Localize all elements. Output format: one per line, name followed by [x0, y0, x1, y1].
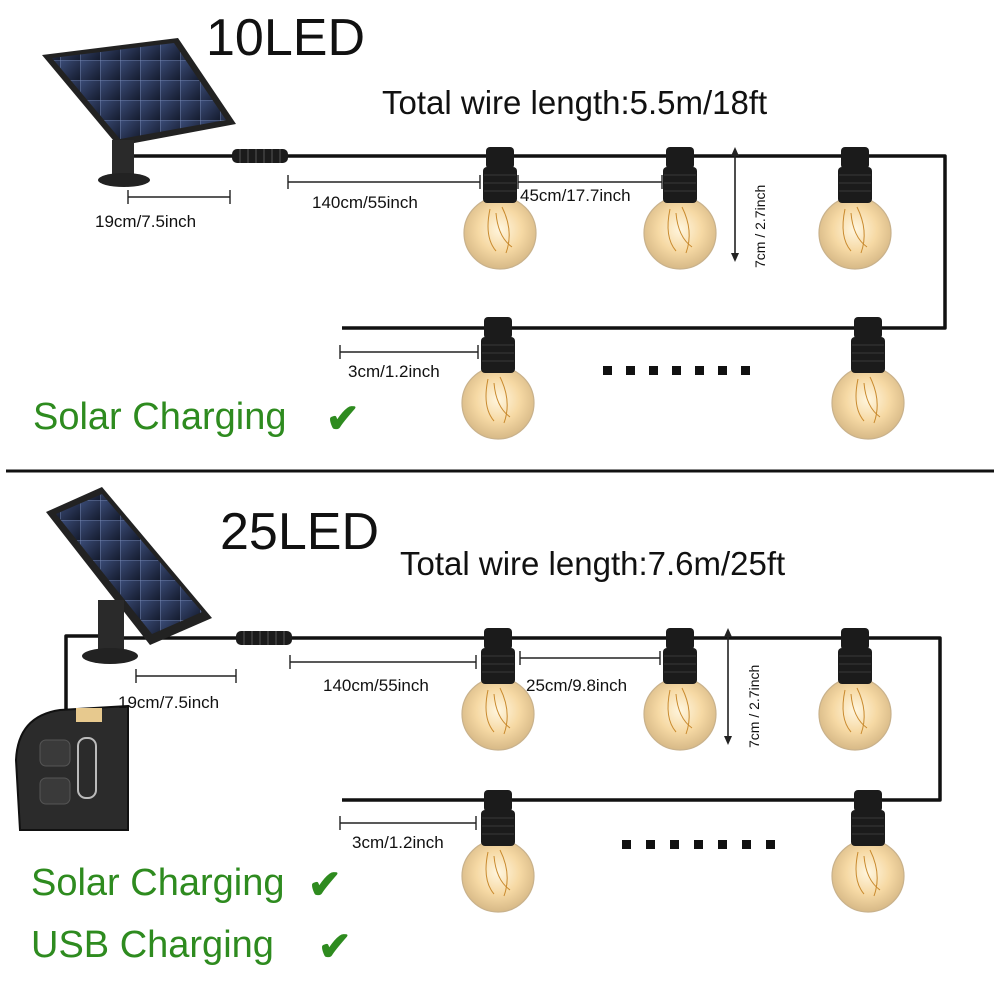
stake-length-label-10led: 19cm/7.5inch [95, 212, 197, 231]
bulb-icon [831, 317, 905, 440]
bulb-spacing-dimension-10led [517, 175, 663, 189]
solar-charging-label-10led: Solar Charging [33, 396, 287, 438]
title-25led: 25LED [220, 503, 379, 561]
wires-layer [64, 154, 947, 802]
lead-length-dimension-10led [287, 175, 481, 189]
stake-length-label-25led: 19cm/7.5inch [118, 693, 220, 712]
bulb-icon [643, 628, 717, 751]
bulb-height-label-25led: 7cm / 2.7inch [746, 664, 762, 748]
lead-length-label-10led: 140cm/55inch [312, 193, 418, 212]
bulb-icon [818, 628, 892, 751]
bulb-height-dimension-25led [724, 628, 732, 745]
wire-connector [232, 149, 288, 163]
total-wire-length-25led: Total wire length:7.6m/25ft [400, 545, 786, 582]
string-wire-10led [132, 154, 947, 330]
components-layer [6, 38, 994, 913]
stake-length-dimension-10led [127, 190, 231, 204]
bulb-icon [461, 628, 535, 751]
check-icon: ✔ [326, 397, 360, 441]
solar-panel-icon [42, 38, 236, 187]
wire-connector [236, 631, 292, 645]
check-icon: ✔ [308, 863, 342, 907]
end-length-label-25led: 3cm/1.2inch [352, 833, 444, 852]
bulb-height-label-10led: 7cm / 2.7inch [752, 184, 768, 268]
string-wire-25led [118, 636, 942, 802]
solar-charging-label-25led: Solar Charging [31, 862, 285, 904]
end-length-dimension-10led [339, 345, 479, 359]
bulb-spacing-label-25led: 25cm/9.8inch [526, 676, 628, 695]
bulb-icon [463, 147, 537, 270]
bulb-spacing-dimension-25led [519, 651, 661, 665]
lead-length-label-25led: 140cm/55inch [323, 676, 429, 695]
bulb-icon [643, 147, 717, 270]
check-icon: ✔ [318, 925, 352, 969]
more-bulbs-ellipsis-25led [622, 840, 775, 849]
bulb-height-dimension-10led [731, 147, 739, 262]
bulb-icon [461, 790, 535, 913]
end-length-label-10led: 3cm/1.2inch [348, 362, 440, 381]
bulb-icon [818, 147, 892, 270]
usb-lead-wire [64, 634, 106, 712]
bulb-spacing-label-10led: 45cm/17.7inch [520, 186, 631, 205]
stake-length-dimension-25led [135, 669, 237, 683]
title-10led: 10LED [206, 9, 365, 67]
solar-panel-icon [46, 487, 212, 664]
usb-charging-label-25led: USB Charging [31, 924, 274, 966]
usb-port-icon [14, 704, 129, 831]
bulb-icon [461, 317, 535, 440]
total-wire-length-10led: Total wire length:5.5m/18ft [382, 84, 768, 121]
dimension-lines-layer [127, 147, 739, 830]
bulb-icon [831, 790, 905, 913]
more-bulbs-ellipsis-10led [603, 366, 750, 375]
end-length-dimension-25led [339, 816, 477, 830]
lead-length-dimension-25led [289, 655, 477, 669]
